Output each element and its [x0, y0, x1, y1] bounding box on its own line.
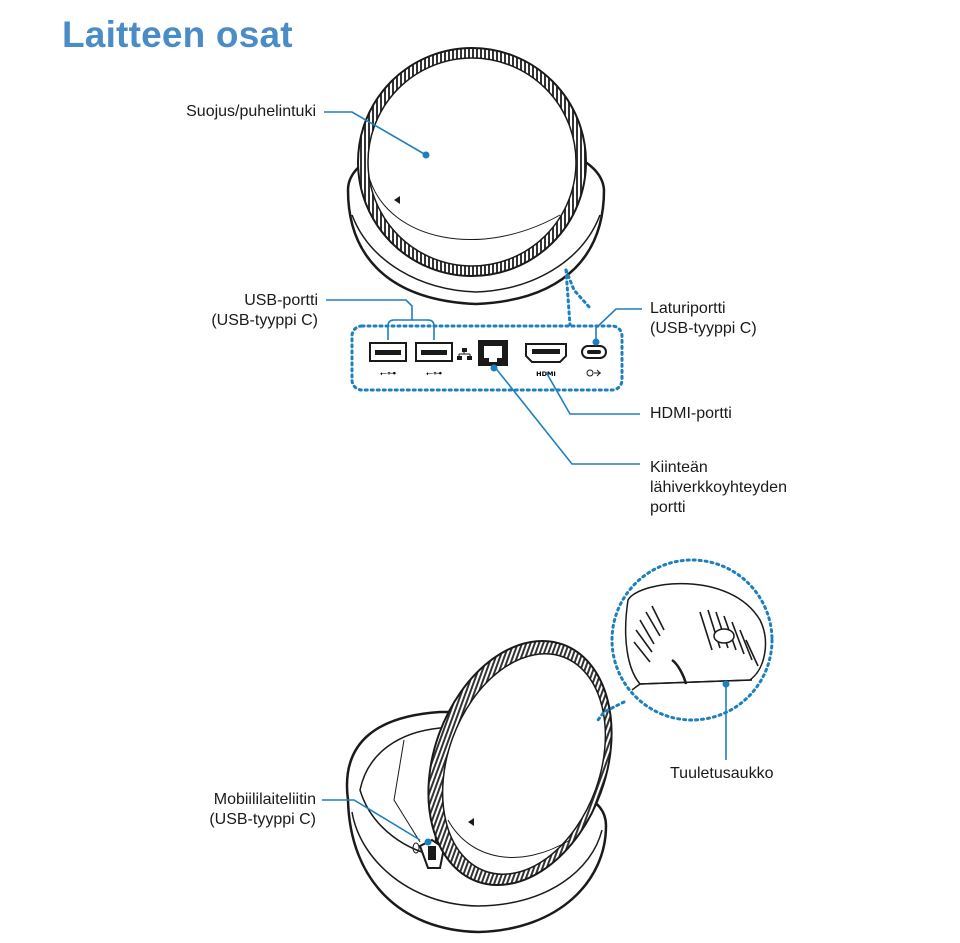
callout-dots-top [422, 151, 600, 372]
page-title: Laitteen osat [62, 14, 293, 55]
network-icon [457, 348, 472, 360]
port-panel: ⭠⊶ ⭠⊶ HDMI [350, 268, 624, 392]
hdmi-logo-mark: HDMI [536, 370, 556, 378]
label-lan-port-line1: Kiinteän [650, 459, 708, 476]
label-lan-port: Kiinteän lähiverkkoyhteyden portti [650, 458, 787, 518]
usb-c-charging-port [581, 345, 607, 359]
hdmi-port [525, 343, 567, 363]
dock-top-view [346, 47, 606, 306]
vent-detail [596, 558, 774, 722]
label-mobile-connector: Mobiililaiteliitin (USB-tyyppi C) [140, 790, 316, 830]
label-charger-port-line2: (USB-tyyppi C) [650, 320, 757, 337]
charging-symbol-icon [586, 369, 601, 377]
usb-symbol-icon: ⭠⊶ [426, 369, 442, 379]
label-usb-port-line2: (USB-tyyppi C) [211, 312, 318, 329]
label-usb-port-line1: USB-portti [244, 292, 318, 309]
label-mobile-connector-line1: Mobiililaiteliitin [213, 791, 316, 808]
callout-dots-bottom [424, 680, 730, 846]
alignment-triangle-icon [394, 196, 400, 204]
label-charger-port: Laturiportti (USB-tyyppi C) [650, 299, 757, 339]
label-charger-port-line1: Laturiportti [650, 300, 726, 317]
usb-symbol-icon: ⭠⊶ [380, 369, 396, 379]
label-mobile-connector-line2: (USB-tyyppi C) [209, 811, 316, 828]
label-lan-port-line2: lähiverkkoyhteyden [650, 479, 787, 496]
label-usb-port: USB-portti (USB-tyyppi C) [150, 291, 318, 331]
callout-lines-bottom [322, 684, 727, 841]
alignment-triangle-icon [468, 818, 474, 826]
label-lan-port-line3: portti [650, 499, 686, 516]
callout-lines-top [324, 111, 642, 465]
usb-port-1 [369, 342, 407, 362]
label-cover: Suojus/puhelintuki [186, 103, 316, 120]
label-vent: Tuuletusaukko [670, 765, 774, 782]
label-hdmi-port: HDMI-portti [650, 405, 732, 422]
lan-port [478, 340, 508, 366]
dock-open-view [345, 639, 613, 934]
usb-port-2 [415, 342, 453, 362]
